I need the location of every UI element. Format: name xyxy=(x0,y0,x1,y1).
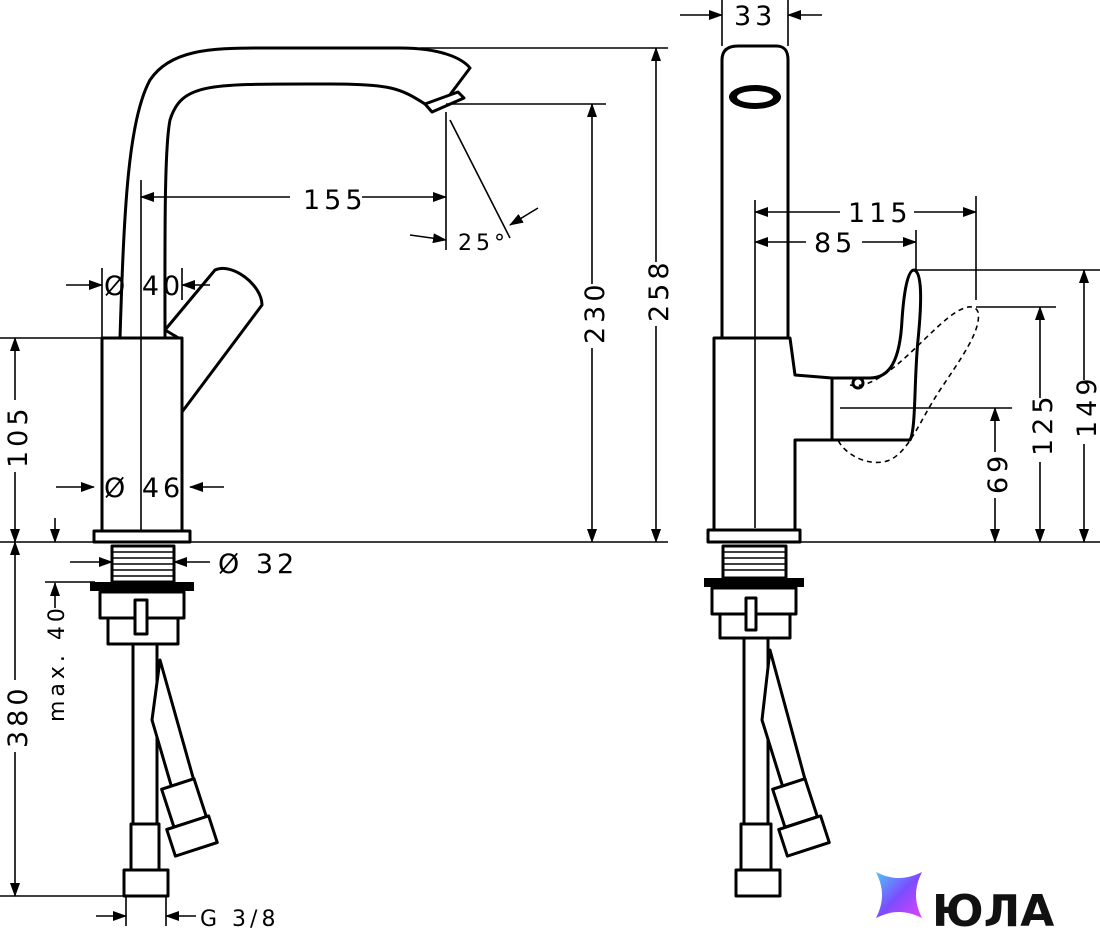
dim-hose-length: 380 xyxy=(3,684,34,748)
side-handle xyxy=(830,268,923,442)
dim-spout-width: 33 xyxy=(734,1,776,32)
brand-star-icon xyxy=(876,872,922,918)
dim-outlet-height: 230 xyxy=(580,280,611,344)
base-ring xyxy=(92,529,192,544)
dim-handle-reach-max: 115 xyxy=(848,198,912,229)
threaded-shank xyxy=(110,544,176,584)
dim-spout-reach: 155 xyxy=(303,185,367,216)
side-threaded-shank xyxy=(721,544,788,580)
aerator xyxy=(423,90,466,114)
dim-lever-diameter: Ø 40 xyxy=(104,271,184,302)
side-view: 33 115 85 69 125 149 xyxy=(680,0,1100,898)
side-spout xyxy=(720,44,790,340)
dim-body-height: 105 xyxy=(3,404,34,468)
brand-logo: ЮЛА xyxy=(876,872,1054,933)
front-view: 155 25° Ø 40 Ø 46 Ø 32 105 380 xyxy=(0,46,675,932)
supply-hoses xyxy=(122,642,219,898)
dim-shank-diameter: Ø 32 xyxy=(218,549,298,580)
dim-max-counter: max. 40 xyxy=(45,604,70,722)
side-supply-hoses xyxy=(734,636,831,898)
dim-handle-tip-height: 125 xyxy=(1028,392,1059,456)
dim-total-height: 258 xyxy=(644,258,675,322)
side-body xyxy=(712,336,834,532)
mounting-screw xyxy=(133,598,149,636)
lever-handle xyxy=(163,266,264,414)
dim-handle-reach: 85 xyxy=(814,228,856,259)
dim-connection-thread: G 3/8 xyxy=(200,907,279,932)
side-handle-open xyxy=(837,306,980,464)
dim-body-diameter: Ø 46 xyxy=(104,473,184,504)
dim-handle-height: 69 xyxy=(983,452,1014,494)
dim-handle-open-height: 149 xyxy=(1072,374,1100,438)
brand-name: ЮЛА xyxy=(932,886,1054,933)
side-washer xyxy=(704,578,804,587)
faucet-body xyxy=(100,336,184,533)
washer xyxy=(90,582,194,591)
dim-spray-angle: 25° xyxy=(458,231,509,256)
side-base-ring xyxy=(706,528,802,544)
